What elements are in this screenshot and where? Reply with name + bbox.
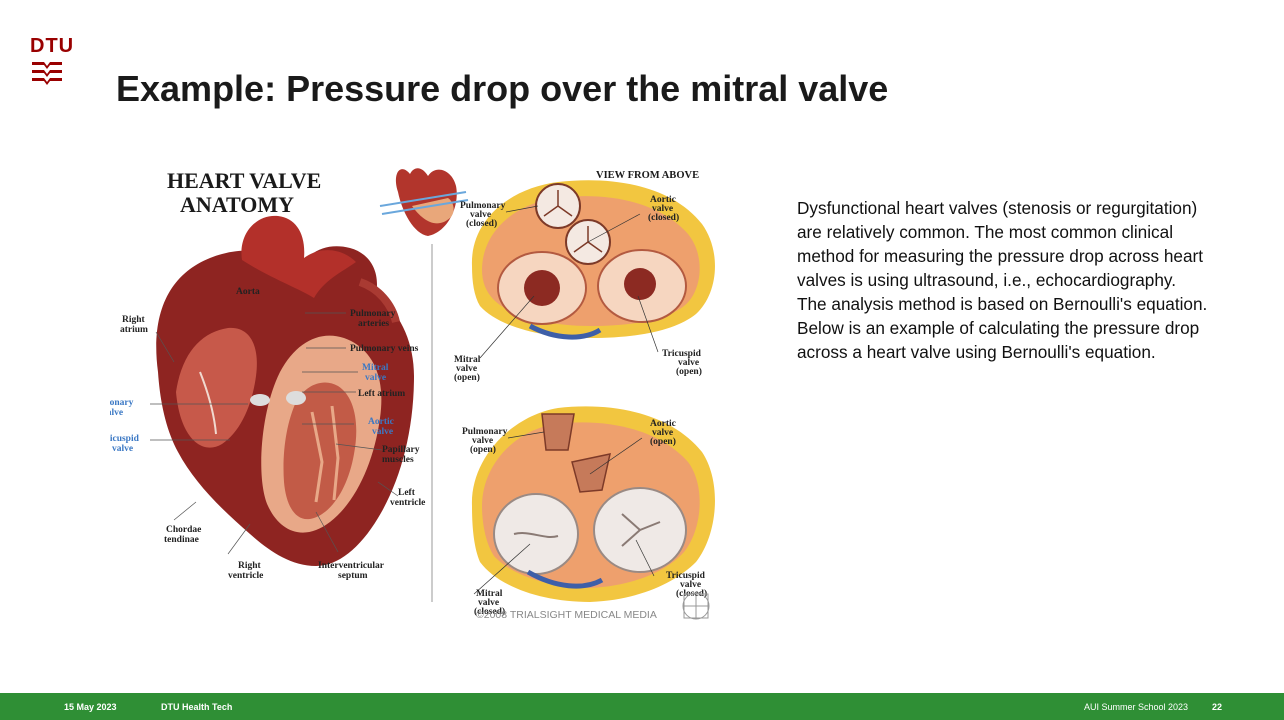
label-pulmonary-arteries-1: Pulmonary (350, 309, 396, 319)
figure-watermark: ©2008 TRIALSIGHT MEDICAL MEDIA (476, 609, 657, 621)
label-right-ventricle-1: Right (238, 561, 262, 571)
label-bot-pulmonary-3: (open) (470, 444, 496, 455)
label-right-atrium-1: Right (122, 315, 146, 325)
body-paragraph-2: The analysis method is based on Bernoull… (797, 292, 1217, 364)
heart-valve-figure: HEART VALVE ANATOMY VIEW FROM ABOVE (110, 162, 722, 626)
label-aorta: Aorta (236, 287, 260, 297)
label-top-pulmonary-3: (closed) (466, 218, 497, 229)
label-pulmonary-veins: Pulmonary veins (350, 344, 419, 354)
logo-waves-icon (30, 58, 64, 88)
label-interventricular-1: Interventricular (318, 561, 385, 571)
label-mitral-valve-1: Mitral (362, 363, 389, 373)
body-paragraph-1: Dysfunctional heart valves (stenosis or … (797, 196, 1217, 292)
label-chordae-1: Chordae (166, 525, 201, 535)
label-right-ventricle-2: ventricle (228, 571, 263, 581)
label-top-tricuspid-3: (open) (676, 366, 702, 377)
label-tricuspid-valve-2: valve (112, 444, 133, 454)
label-aortic-valve-1: Aortic (368, 417, 394, 427)
label-interventricular-2: septum (338, 571, 368, 581)
valve-cross-section-top (472, 180, 715, 338)
footer-page-number: 22 (1212, 702, 1222, 712)
label-pulmonary-valve-1: Pulmonary (110, 398, 134, 408)
label-right-atrium-2: atrium (120, 325, 148, 335)
small-heart-icon (380, 168, 468, 236)
label-pulmonary-arteries-2: arteries (358, 319, 389, 329)
label-top-mitral-3: (open) (454, 372, 480, 383)
figure-heading-1: HEART VALVE (167, 168, 321, 193)
label-bot-aortic-3: (open) (650, 436, 676, 447)
label-papillary-1: Papillary (382, 445, 420, 455)
body-text: Dysfunctional heart valves (stenosis or … (797, 196, 1217, 364)
label-pulmonary-valve-2: valve (110, 408, 123, 418)
label-left-atrium: Left atrium (358, 389, 405, 399)
footer-bar: 15 May 2023 DTU Health Tech AUI Summer S… (0, 693, 1284, 720)
label-left-ventricle-2: ventricle (390, 498, 425, 508)
label-aortic-valve-2: valve (372, 427, 393, 437)
footer-date: 15 May 2023 (64, 702, 117, 712)
label-top-aortic-3: (closed) (648, 212, 679, 223)
label-left-ventricle-1: Left (398, 488, 416, 498)
dtu-logo: DTU (30, 36, 64, 90)
label-mitral-valve-2: valve (365, 373, 386, 383)
footer-event: AUI Summer School 2023 (1084, 702, 1188, 712)
label-papillary-2: muscles (382, 455, 414, 465)
figure-heading-2: ANATOMY (180, 192, 294, 217)
footer-department: DTU Health Tech (161, 702, 232, 712)
vitruvian-logo-icon (683, 593, 709, 619)
view-from-above-label: VIEW FROM ABOVE (596, 170, 699, 181)
slide-title: Example: Pressure drop over the mitral v… (116, 68, 888, 110)
logo-text: DTU (30, 36, 74, 56)
label-tricuspid-valve-1: Tricuspid (110, 434, 140, 444)
label-chordae-2: tendinae (164, 535, 199, 545)
